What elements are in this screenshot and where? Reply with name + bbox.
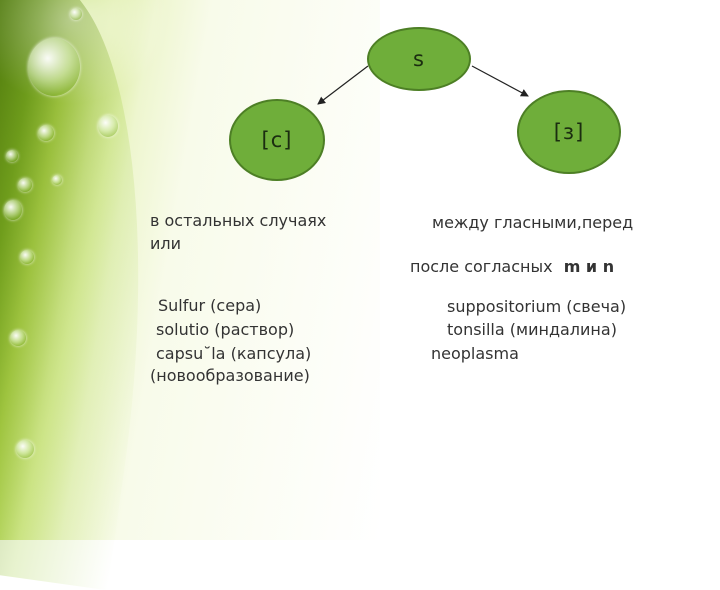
- right-node: [з]: [517, 90, 621, 174]
- right-example-3: neoplasma: [431, 344, 519, 363]
- right-example-2: tonsilla (миндалина): [447, 320, 617, 339]
- right-rule-text: после согласных: [410, 257, 553, 276]
- water-drop: [52, 175, 62, 185]
- left-example-4: (новообразование): [150, 366, 310, 385]
- water-drop: [38, 125, 54, 141]
- left-node: [с]: [229, 99, 325, 181]
- left-rule-line-1: в остальных случаях: [150, 211, 327, 230]
- water-drop: [4, 200, 22, 220]
- water-drop: [28, 38, 80, 96]
- water-drop: [18, 178, 32, 192]
- water-drop: [6, 150, 18, 162]
- right-label: [з]: [553, 120, 585, 144]
- root-label: s: [413, 47, 425, 71]
- water-drop: [16, 440, 34, 458]
- left-rule-line-2: или: [150, 234, 182, 253]
- arrow-to-left: [317, 65, 369, 105]
- water-drop: [70, 8, 82, 20]
- right-rule-letters: m и n: [563, 257, 615, 276]
- right-example-1: suppositorium (свеча): [447, 297, 627, 316]
- water-drop: [10, 330, 26, 346]
- root-node: s: [367, 27, 471, 91]
- left-example-1: Sulfur (сера): [158, 296, 262, 315]
- arrow-to-right: [471, 65, 529, 97]
- left-example-3: capsu˘la (капсула): [156, 344, 312, 363]
- left-example-2: solutio (раствор): [156, 320, 295, 339]
- water-drop: [98, 115, 118, 137]
- right-rule-line-1: между гласными,перед: [432, 213, 634, 232]
- tree-arrows: [317, 65, 529, 105]
- water-drop: [20, 250, 34, 264]
- right-rule-line-2: после согласных m и n: [410, 257, 614, 277]
- left-label: [с]: [261, 128, 293, 152]
